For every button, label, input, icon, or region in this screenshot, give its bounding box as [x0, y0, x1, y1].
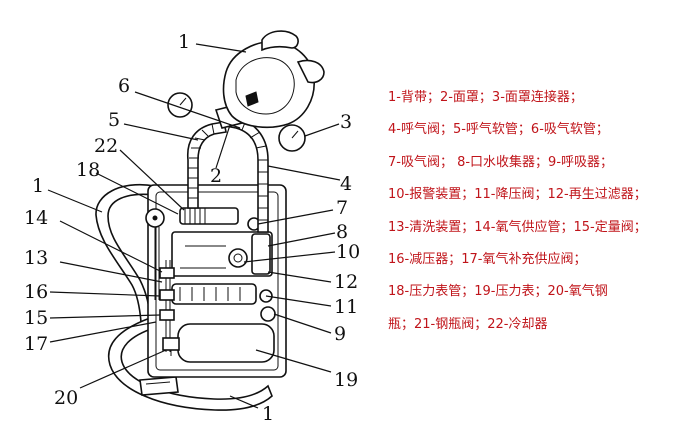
callout-20: 19 — [334, 369, 358, 391]
callout-15: 14 — [24, 207, 48, 229]
callout-11: 10 — [336, 241, 360, 263]
cylinder-valve — [162, 337, 180, 351]
pressure-reducing-valve — [228, 248, 248, 268]
harness-buckle — [139, 376, 179, 396]
callout-21: 20 — [54, 387, 78, 409]
parts-legend: 1-背带；2-面罩；3-面罩连接器； 4-呼气阀；5-呼气软管；6-吸气软管； … — [388, 82, 693, 341]
callout-22: 22 — [94, 135, 118, 157]
callout-1-bottom: 1 — [262, 403, 274, 425]
callout-16: 15 — [24, 307, 48, 329]
legend-line: 18-压力表管；19-压力表；20-氧气钢 — [388, 284, 608, 300]
callout-13: 12 — [334, 271, 358, 293]
callout-4: 3 — [340, 111, 352, 133]
legend-line: 瓶；21-钢瓶阀；22-冷却器 — [388, 316, 548, 332]
callout-3: 2 — [210, 165, 222, 187]
callout-2: 1 — [178, 31, 190, 53]
callout-14: 13 — [24, 247, 48, 269]
legend-line: 1-背带；2-面罩；3-面罩连接器； — [388, 90, 583, 105]
regeneration-filter — [171, 283, 257, 305]
callout-18: 17 — [24, 333, 48, 355]
callout-9: 8 — [336, 221, 348, 243]
legend-line: 13-清洗装置；14-氧气供应管；15-定量阀； — [388, 219, 647, 235]
dosing-valve — [159, 267, 175, 279]
callout-19: 18 — [76, 159, 100, 181]
oxygen-refill-valve — [159, 289, 175, 301]
legend-line: 4-呼气阀；5-呼气软管；6-吸气软管； — [388, 122, 609, 138]
callout-5: 4 — [340, 173, 352, 195]
callout-10: 9 — [334, 323, 346, 345]
legend-line: 10-报警装置；11-降压阀；12-再生过滤器； — [388, 187, 647, 203]
callout-12: 11 — [334, 296, 358, 318]
leader-lines — [47, 43, 341, 409]
apparatus-drawing — [95, 30, 325, 411]
callout-7: 6 — [118, 75, 130, 97]
oxygen-cylinder — [177, 323, 275, 363]
callout-17: 16 — [24, 281, 48, 303]
inhalation-hose — [187, 121, 227, 209]
callout-8: 7 — [336, 197, 348, 219]
callout-6: 5 — [108, 109, 120, 131]
respirator-bag — [171, 231, 273, 277]
callout-1-top: 1 — [32, 175, 44, 197]
legend-line: 7-吸气阀； 8-口水收集器；9-呼吸器； — [388, 154, 614, 170]
face-mask — [222, 41, 315, 129]
alarm-device — [260, 306, 276, 322]
cooler — [179, 207, 239, 225]
callout-numbers: 1 6 5 3 22 18 2 4 1 7 14 8 10 13 12 16 1… — [24, 31, 360, 425]
pressure-reducer — [159, 309, 175, 321]
legend-line: 16-减压器；17-氧气补充供应阀； — [388, 251, 587, 267]
